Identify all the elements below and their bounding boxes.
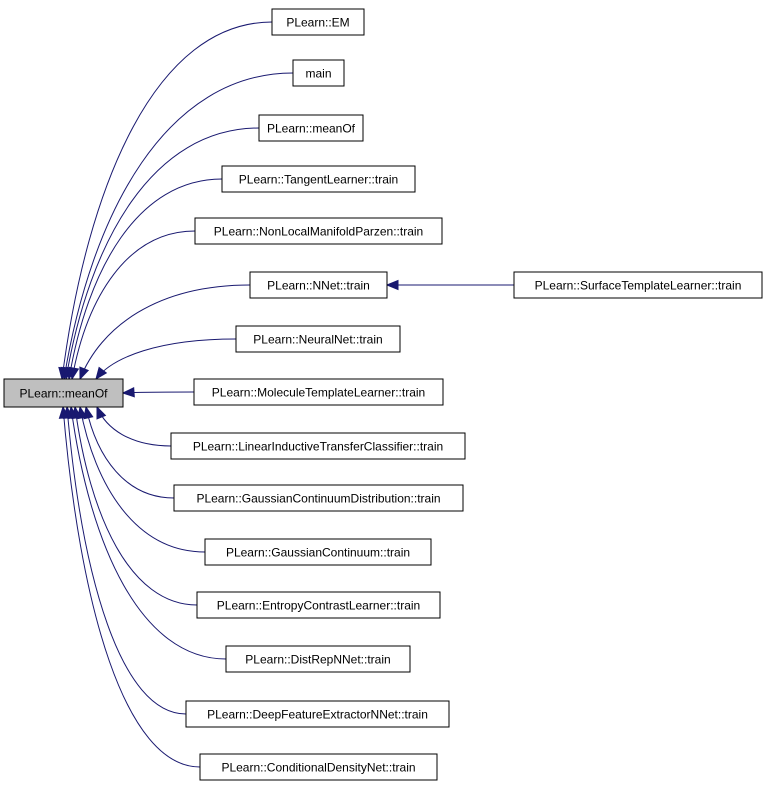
node-plearn-distrepnnet-train-12-box	[225, 645, 411, 673]
node-plearn-neuralnet-train-6[interactable]: PLearn::NeuralNet::train	[235, 325, 401, 353]
node-plearn-linearinductivetransferclassifier-train-8[interactable]: PLearn::LinearInductiveTransferClassifie…	[170, 432, 466, 460]
node-plearn-distrepnnet-train-12-label: PLearn::DistRepNNet::train	[245, 653, 390, 667]
node-root-plearn-meanof[interactable]: PLearn::meanOf	[3, 378, 124, 408]
edge-plearn-tangentlearner-train-3	[65, 178, 223, 381]
edge-plearn-nnet-train-5-arrowhead	[79, 366, 90, 381]
edge-plearn-gaussiancontinuum-train-10-line	[79, 406, 206, 553]
node-plearn-gaussiancontinuumdistribution-train-9-label: PLearn::GaussianContinuumDistribution::t…	[196, 492, 440, 506]
node-plearn-nnet-train-5-label: PLearn::NNet::train	[267, 279, 370, 293]
node-plearn-surfacetemplatelearner-train[interactable]: PLearn::SurfaceTemplateLearner::train	[513, 271, 763, 299]
node-main-1-label: main	[305, 67, 331, 81]
call-edges	[58, 21, 514, 768]
node-plearn-em-0[interactable]: PLearn::EM	[271, 8, 365, 36]
node-root-plearn-meanof-label: PLearn::meanOf	[19, 387, 108, 401]
node-plearn-linearinductivetransferclassifier-train-8-label: PLearn::LinearInductiveTransferClassifie…	[193, 440, 443, 454]
node-main-1[interactable]: main	[292, 59, 345, 87]
node-plearn-neuralnet-train-6-label: PLearn::NeuralNet::train	[253, 333, 382, 347]
node-plearn-conditionaldensitynet-train-14[interactable]: PLearn::ConditionalDensityNet::train	[199, 753, 438, 781]
edge-main-1-line	[63, 72, 294, 380]
edge-plearn-nnet-train-5-line	[79, 284, 251, 380]
edge-plearn-gaussiancontinuumdistribution-train-9-line	[85, 406, 175, 499]
edge-plearn-moleculetemplatelearner-train-7	[121, 387, 195, 398]
node-plearn-gaussiancontinuum-train-10-label: PLearn::GaussianContinuum::train	[226, 546, 410, 560]
node-plearn-em-0-label: PLearn::EM	[286, 16, 349, 30]
node-plearn-moleculetemplatelearner-train-7-label: PLearn::MoleculeTemplateLearner::train	[212, 386, 425, 400]
node-plearn-surfacetemplatelearner-train-box	[513, 271, 763, 299]
node-plearn-distrepnnet-train-12[interactable]: PLearn::DistRepNNet::train	[225, 645, 411, 673]
edge-plearn-gaussiancontinuum-train-10	[76, 405, 206, 553]
node-plearn-meanof-2-label: PLearn::meanOf	[267, 122, 356, 136]
edge-plearn-conditionaldensitynet-train-14-line	[62, 406, 201, 768]
node-plearn-conditionaldensitynet-train-14-box	[199, 753, 438, 781]
node-plearn-gaussiancontinuumdistribution-train-9-box	[173, 484, 464, 512]
edge-plearn-nnet-train-5	[79, 284, 251, 381]
edge-plearn-conditionaldensitynet-train-14-arrowhead	[58, 405, 70, 419]
node-plearn-entropycontrastlearner-train-11[interactable]: PLearn::EntropyContrastLearner::train	[196, 591, 441, 619]
node-plearn-tangentlearner-train-3-label: PLearn::TangentLearner::train	[239, 173, 398, 187]
node-plearn-tangentlearner-train-3[interactable]: PLearn::TangentLearner::train	[221, 165, 416, 193]
edge-plearn-distrepnnet-train-12-line	[70, 406, 227, 660]
edge-plearn-meanof-2-line	[65, 127, 260, 380]
edge-plearn-nonlocalmanifoldparzen-train-4-line	[71, 230, 196, 380]
edge-plearn-neuralnet-train-6	[95, 338, 237, 381]
edge-plearn-neuralnet-train-6-arrowhead	[95, 366, 108, 381]
node-plearn-nonlocalmanifoldparzen-train-4-box	[194, 217, 443, 245]
edge-plearn-linearinductivetransferclassifier-train-8	[96, 405, 172, 447]
node-plearn-gaussiancontinuum-train-10-box	[204, 538, 432, 566]
edge-plearn-linearinductivetransferclassifier-train-8-line	[96, 406, 172, 447]
node-root-plearn-meanof-box	[3, 378, 124, 408]
node-plearn-conditionaldensitynet-train-14-label: PLearn::ConditionalDensityNet::train	[221, 761, 415, 775]
edge-plearn-moleculetemplatelearner-train-7-arrowhead	[121, 387, 135, 398]
edge-plearn-em-0	[58, 21, 273, 381]
node-plearn-gaussiancontinuum-train-10[interactable]: PLearn::GaussianContinuum::train	[204, 538, 432, 566]
node-plearn-entropycontrastlearner-train-11-label: PLearn::EntropyContrastLearner::train	[217, 599, 420, 613]
edge-plearn-entropycontrastlearner-train-11-line	[74, 406, 198, 606]
node-plearn-deepfeatureextractornnet-train-13-box	[185, 700, 450, 728]
node-plearn-em-0-box	[271, 8, 365, 36]
edge-plearn-deepfeatureextractornnet-train-13-line	[66, 406, 187, 715]
edge-plearn-surfacetemplatelearner-train-arrowhead	[385, 279, 399, 291]
edge-plearn-surfacetemplatelearner-train	[385, 279, 514, 291]
node-plearn-entropycontrastlearner-train-11-box	[196, 591, 441, 619]
edge-plearn-tangentlearner-train-3-line	[68, 178, 223, 380]
edge-plearn-linearinductivetransferclassifier-train-8-arrowhead	[96, 405, 107, 420]
node-plearn-deepfeatureextractornnet-train-13[interactable]: PLearn::DeepFeatureExtractorNNet::train	[185, 700, 450, 728]
node-plearn-linearinductivetransferclassifier-train-8-box	[170, 432, 466, 460]
edge-plearn-gaussiancontinuumdistribution-train-9	[83, 405, 175, 499]
node-main-1-box	[292, 59, 345, 87]
node-plearn-moleculetemplatelearner-train-7[interactable]: PLearn::MoleculeTemplateLearner::train	[193, 378, 444, 406]
node-plearn-neuralnet-train-6-box	[235, 325, 401, 353]
node-plearn-moleculetemplatelearner-train-7-box	[193, 378, 444, 406]
node-plearn-deepfeatureextractornnet-train-13-label: PLearn::DeepFeatureExtractorNNet::train	[207, 708, 428, 722]
node-plearn-meanof-2-box	[258, 114, 364, 142]
edge-plearn-nonlocalmanifoldparzen-train-4-arrowhead	[68, 366, 80, 381]
node-plearn-nnet-train-5-box	[249, 271, 388, 299]
node-plearn-nonlocalmanifoldparzen-train-4-label: PLearn::NonLocalManifoldParzen::train	[214, 225, 423, 239]
edge-plearn-conditionaldensitynet-train-14	[58, 405, 201, 768]
edge-plearn-nonlocalmanifoldparzen-train-4	[68, 230, 196, 381]
graph-nodes: PLearn::meanOf PLearn::EMmainPLearn::mean…	[3, 8, 763, 781]
node-plearn-gaussiancontinuumdistribution-train-9[interactable]: PLearn::GaussianContinuumDistribution::t…	[173, 484, 464, 512]
edge-plearn-em-0-line	[61, 21, 273, 380]
node-plearn-surfacetemplatelearner-train-label: PLearn::SurfaceTemplateLearner::train	[535, 279, 742, 293]
node-plearn-nonlocalmanifoldparzen-train-4[interactable]: PLearn::NonLocalManifoldParzen::train	[194, 217, 443, 245]
node-plearn-tangentlearner-train-3-box	[221, 165, 416, 193]
node-plearn-meanof-2[interactable]: PLearn::meanOf	[258, 114, 364, 142]
node-plearn-nnet-train-5[interactable]: PLearn::NNet::train	[249, 271, 388, 299]
edge-plearn-neuralnet-train-6-line	[95, 338, 237, 380]
